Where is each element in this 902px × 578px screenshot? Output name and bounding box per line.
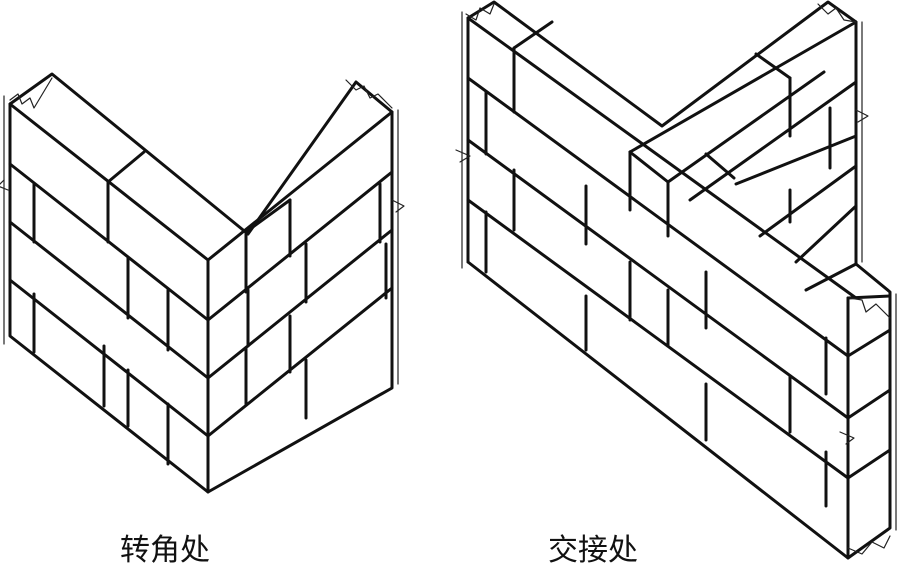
caption-corner: 转角处 [120,533,210,568]
caption-junction: 交接处 [548,533,638,568]
junction-bond-drawing [455,0,897,560]
corner-bond-drawing [0,72,405,494]
